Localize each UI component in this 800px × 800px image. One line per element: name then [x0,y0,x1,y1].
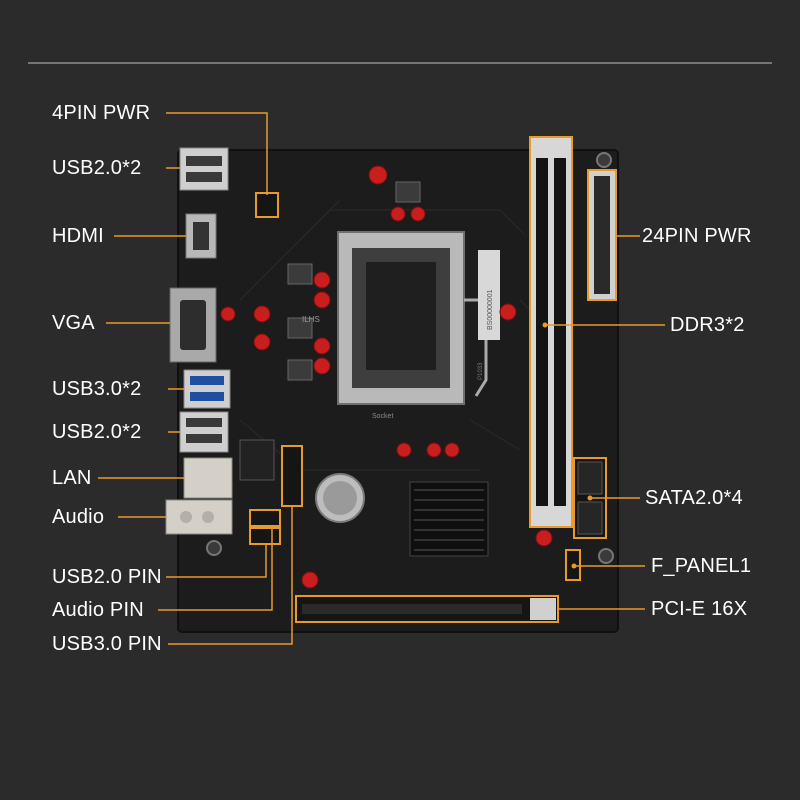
cpu-socket: Socket [337,231,488,420]
io-chip-text: ILHS [302,315,320,324]
leader-dots [542,322,593,569]
label-audio-pin: Audio PIN [52,599,144,621]
label-sata: SATA2.0*4 [645,487,743,509]
io-chip [239,439,275,481]
label-usb3-pin: USB3.0 PIN [52,633,162,655]
label-usb2-mid: USB2.0*2 [52,421,142,443]
audio-header [249,509,281,527]
usb3-header [281,445,303,507]
usb3-port [183,369,231,409]
pwr24-connector [587,169,617,301]
mount-hole [596,152,612,168]
lan-port [183,457,233,499]
mount-hole [598,548,614,564]
label-24pin-pwr: 24PIN PWR [642,225,752,247]
mount-hole [206,540,222,556]
label-lan: LAN [52,467,92,489]
label-usb2-top: USB2.0*2 [52,157,142,179]
ddr3-slots [529,136,573,528]
sticker-text-2: P1033 [478,362,484,380]
label-ddr3: DDR3*2 [670,314,745,336]
label-vga: VGA [52,312,95,334]
audio-port [165,499,233,535]
io-ports [165,147,233,535]
label-pcie: PCI-E 16X [651,598,748,620]
chipset-heatsink [409,481,489,557]
pcie-slot [295,595,559,623]
capacitors [220,165,553,589]
label-4pin-pwr: 4PIN PWR [52,102,151,124]
serial-sticker: BS00000001 P1033 [478,250,500,380]
label-fpanel: F_PANEL1 [651,555,752,577]
cmos-battery [315,473,365,523]
usb2-header [249,527,281,545]
cpu-socket-text: Socket [372,413,393,420]
pwr4-connector [255,192,279,218]
label-hdmi: HDMI [52,225,104,247]
leader-lines [98,112,665,645]
sticker-text: BS00000001 [487,289,494,330]
vrm-chokes [287,181,421,381]
label-audio: Audio [52,506,105,528]
label-usb2-pin: USB2.0 PIN [52,566,162,588]
usb2-top-port [179,147,229,191]
label-usb3: USB3.0*2 [52,378,142,400]
